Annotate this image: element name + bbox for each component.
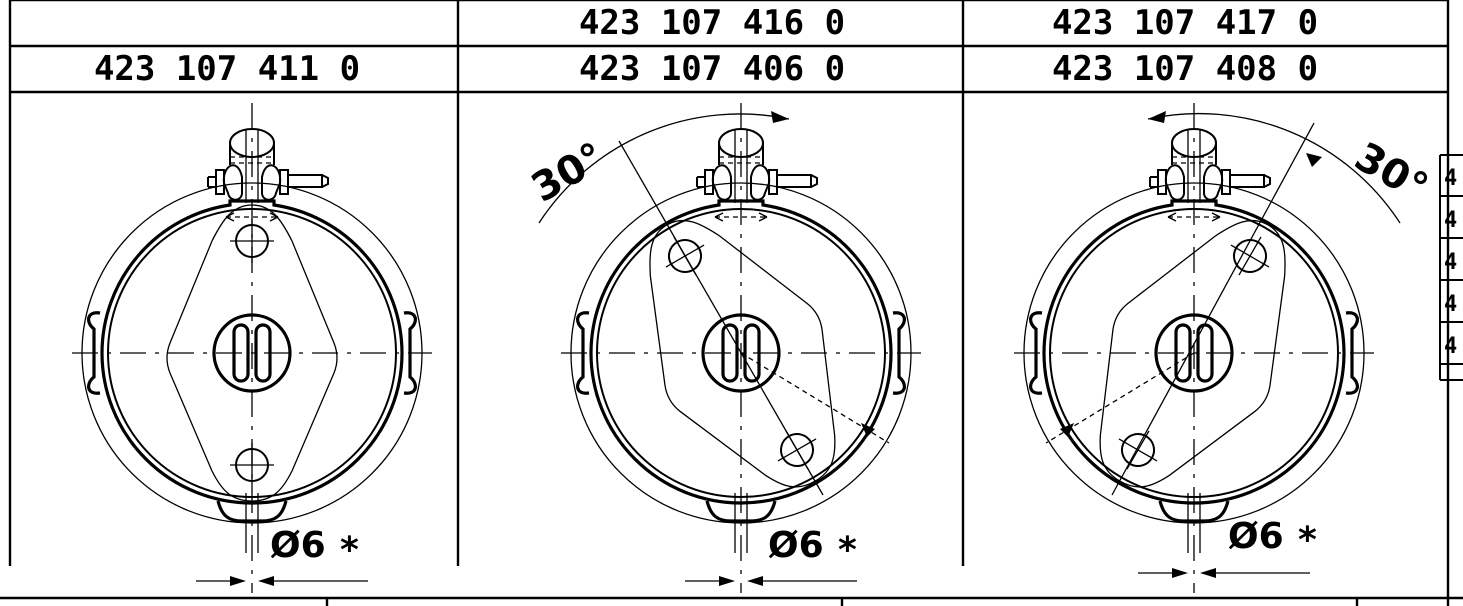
side-table-row-1: 4 <box>1444 166 1457 191</box>
view1-part-number: 423 107 411 0 <box>94 49 360 89</box>
view3-angle-label: 30° <box>1347 134 1436 212</box>
view1-diameter-label: Ø6 <box>270 525 326 566</box>
side-table-row-3: 4 <box>1444 250 1457 275</box>
side-table <box>1439 154 1463 381</box>
view2-angle-label: 30° <box>524 134 613 212</box>
side-table-row-2: 4 <box>1444 208 1457 233</box>
view2-diameter-label: Ø6 <box>768 525 824 566</box>
view3-part-number-top: 423 107 417 0 <box>1052 3 1318 43</box>
view2-part-number-bottom: 423 107 406 0 <box>579 49 845 89</box>
view3-headlamp-drawing <box>1014 103 1401 593</box>
view3-diameter-label: Ø6 <box>1228 516 1284 557</box>
view2-part-number-top: 423 107 416 0 <box>579 3 845 43</box>
view3-part-number-bottom: 423 107 408 0 <box>1052 49 1318 89</box>
side-table-row-4: 4 <box>1444 292 1457 317</box>
view2-tolerance-mark: * <box>838 530 857 571</box>
view2-headlamp-drawing <box>538 103 921 593</box>
side-table-row-5: 4 <box>1444 334 1457 359</box>
view1-tolerance-mark: * <box>340 530 359 571</box>
view3-tolerance-mark: * <box>1298 520 1317 561</box>
view1-headlamp-drawing <box>72 103 432 593</box>
